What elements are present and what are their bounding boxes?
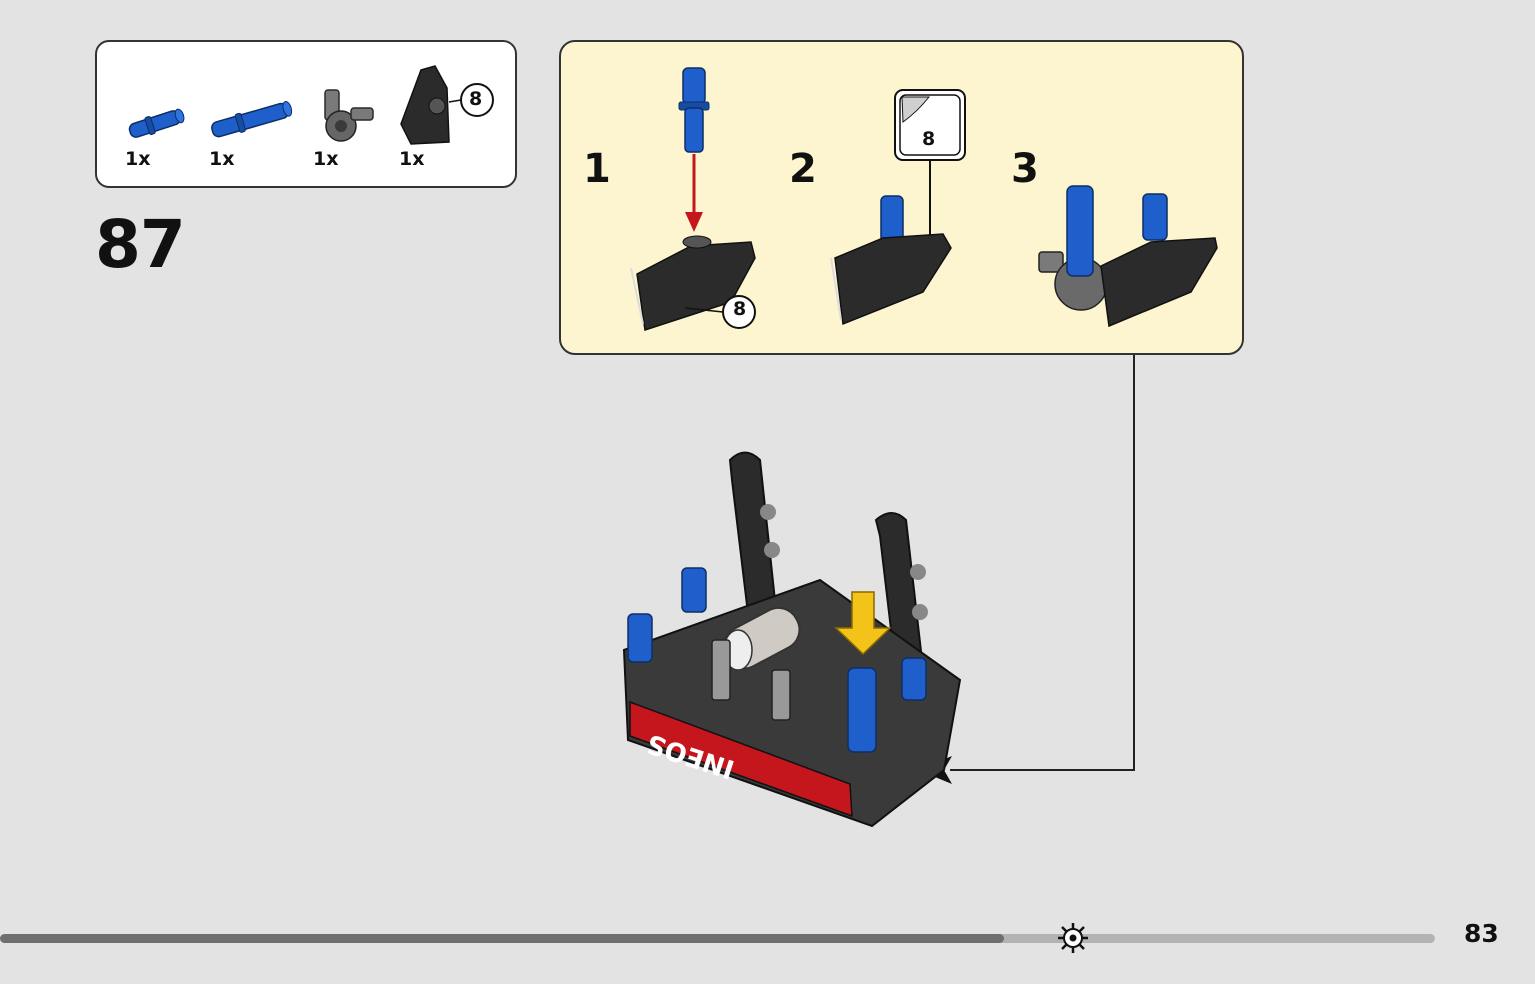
blue-pin-short-icon [128,108,185,138]
part-qty: 1x [399,148,425,170]
sub-assembly-panel: 1 2 3 8 8 [559,40,1244,355]
gear-icon [1058,923,1088,953]
grey-connector-icon [324,89,374,142]
progress-fill [0,934,1004,943]
sticker-number: 8 [733,298,747,320]
part-grey-connector: 1x [311,84,381,170]
sub-step-1-number: 1 [583,146,611,192]
part-qty: 1x [209,148,235,170]
sub-step-3-number: 3 [1011,146,1039,192]
page-number: 83 [1464,919,1499,948]
blue-pin-long-icon [211,101,293,138]
parts-list-box: 1x 1x 1x 8 1x [95,40,517,188]
sub-step-3-illustration [1038,185,1218,328]
main-model-illustration: INEOS [622,451,962,828]
sub-step-2-number: 2 [789,146,817,192]
part-black-panel: 8 1x [395,62,499,170]
step-number: 87 [95,206,186,283]
sticker-number: 8 [922,128,936,150]
sub-step-1-illustration [630,67,756,331]
part-qty: 1x [313,148,339,170]
sticker-number: 8 [469,88,483,110]
black-panel-icon [400,65,494,145]
part-qty: 1x [125,148,151,170]
sub-step-2-illustration [830,89,966,326]
part-blue-pin-short: 1x [123,104,193,170]
part-blue-pin-long: 1x [207,96,297,170]
